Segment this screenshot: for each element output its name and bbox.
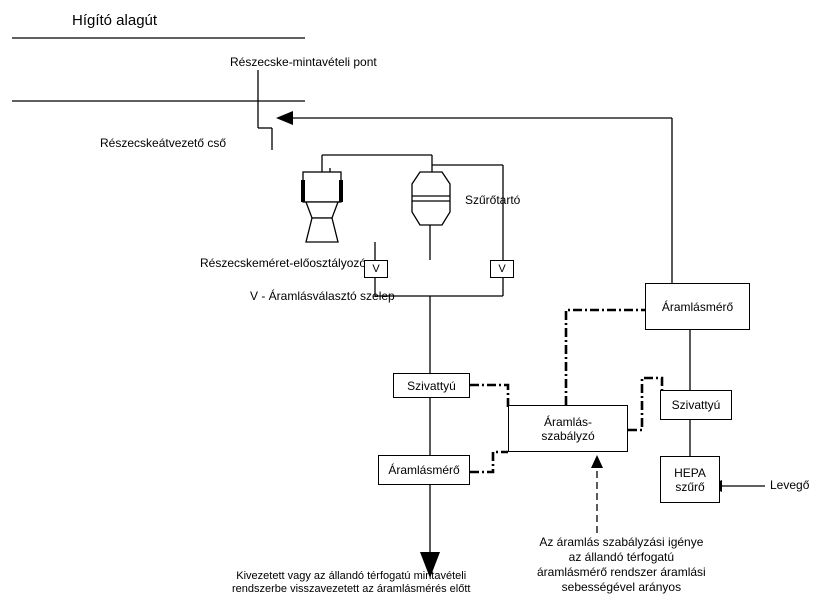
sampling-point-label: Részecske-mintavételi pont	[230, 55, 377, 69]
dilution-tunnel-label: Hígító alagút	[72, 12, 158, 29]
flowmeter-left-box: Áramlásmérő	[378, 455, 470, 485]
pump-right-box: Szivattyú	[660, 390, 732, 420]
hepa-filter-box: HEPA szűrő	[660, 456, 720, 503]
valve-box-1: V	[364, 260, 388, 278]
control-link-left-pump	[470, 383, 510, 408]
transfer-tube-label: Részecskeátvezető cső	[100, 136, 227, 150]
exhaust-arrowhead	[420, 552, 440, 578]
return-arrowhead	[276, 111, 293, 125]
flowmeter-right-box: Áramlásmérő	[645, 283, 750, 330]
filter-holder-label: Szűrőtartó	[465, 193, 521, 207]
air-label: Levegő	[770, 478, 810, 492]
control-link-right-flowmeter	[564, 308, 645, 405]
control-request-note: Az áramlás szabályzási igénye az állandó…	[537, 535, 706, 594]
filter-holder-shape	[411, 171, 451, 226]
control-arrowhead	[591, 455, 603, 468]
selector-valve-label: V - Áramlásválasztó szelep	[250, 289, 395, 303]
control-link-left-flowmeter	[470, 450, 508, 474]
preclassifier-shape	[301, 168, 343, 243]
control-link-right-pump	[628, 376, 664, 432]
valve-box-2: V	[490, 260, 514, 278]
pump-left-box: Szivattyú	[393, 373, 470, 398]
flow-controller-box: Áramlás- szabályzó	[508, 405, 628, 452]
preclassifier-label: Részecskeméret-előosztályozó	[200, 256, 367, 270]
exhaust-note: Kivezetett vagy az állandó térfogatú min…	[232, 570, 471, 595]
